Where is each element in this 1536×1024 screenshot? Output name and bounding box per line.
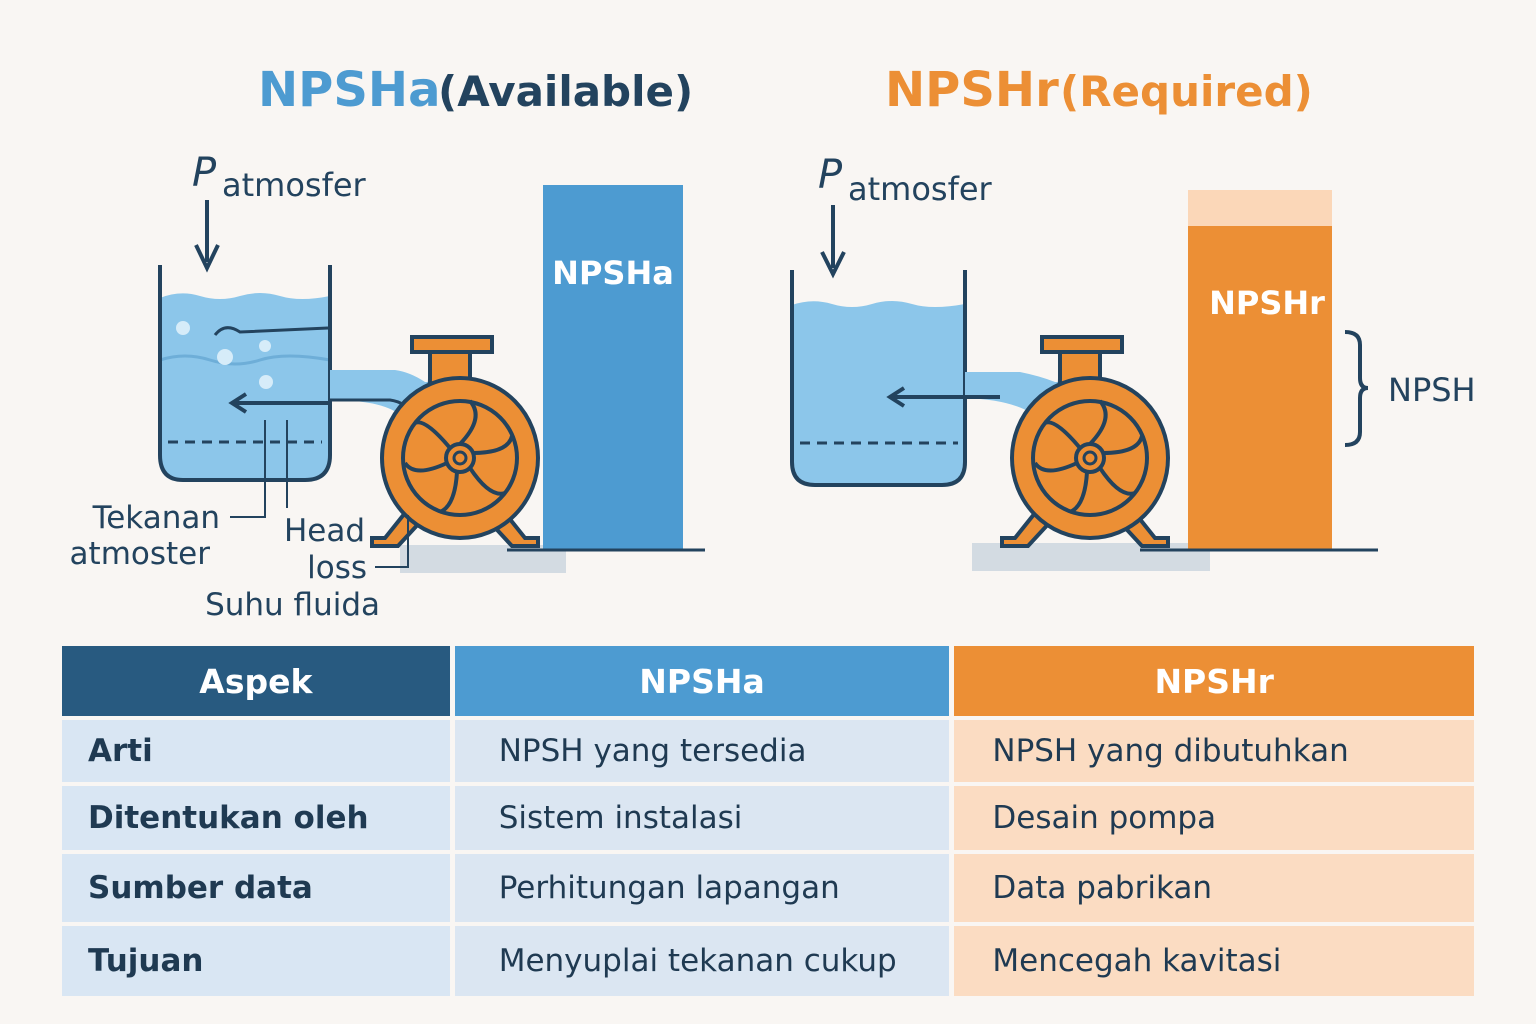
right-flow-arrow-icon bbox=[886, 386, 1000, 408]
table-row: Sumber data Perhitungan lapangan Data pa… bbox=[62, 854, 1474, 922]
right-subtitle: (Required) bbox=[1060, 67, 1313, 116]
label-loss: loss bbox=[307, 550, 367, 586]
left-tank bbox=[158, 265, 332, 482]
header-npshr: NPSHr bbox=[954, 646, 1474, 716]
row-label: Sumber data bbox=[62, 854, 450, 922]
npsha-cell: Menyuplai tekanan cukup bbox=[454, 926, 950, 996]
right-pump bbox=[1000, 335, 1170, 548]
npshr-bar bbox=[1188, 226, 1332, 549]
npsha-bar-label: NPSHa bbox=[552, 254, 674, 292]
left-leader-lines bbox=[230, 420, 409, 568]
label-atmoster: atmoster bbox=[70, 536, 211, 572]
table-row: Tujuan Menyuplai tekanan cukup Mencegah … bbox=[62, 926, 1474, 996]
npsh-brace bbox=[1344, 330, 1369, 447]
npsh-brace-label: NPSH bbox=[1388, 371, 1476, 409]
row-label: Ditentukan oleh bbox=[62, 786, 450, 850]
table-header-row: Aspek NPSHa NPSHr bbox=[62, 646, 1474, 716]
comparison-table: Aspek NPSHa NPSHr Arti NPSH yang tersedi… bbox=[62, 646, 1474, 1000]
npshr-cell: Data pabrikan bbox=[954, 854, 1474, 922]
row-label: Arti bbox=[62, 720, 450, 782]
npsha-cell: Perhitungan lapangan bbox=[454, 854, 950, 922]
row-label: Tujuan bbox=[62, 926, 450, 996]
table-row: Arti NPSH yang tersedia NPSH yang dibutu… bbox=[62, 720, 1474, 782]
label-tekanan: Tekanan bbox=[92, 500, 220, 536]
left-pump bbox=[370, 335, 540, 548]
right-pressure-symbol: P bbox=[818, 152, 843, 198]
npshr-margin bbox=[1188, 190, 1332, 226]
left-flow-arrow-icon bbox=[228, 392, 330, 414]
left-pressure-subscript: atmosfer bbox=[222, 166, 367, 204]
label-head: Head bbox=[284, 513, 365, 549]
right-down-arrow-icon bbox=[820, 205, 846, 279]
npshr-cell: Desain pompa bbox=[954, 786, 1474, 850]
npsha-bar bbox=[543, 185, 683, 549]
npshr-cell: Mencegah kavitasi bbox=[954, 926, 1474, 996]
right-title: NPSHr bbox=[885, 62, 1059, 118]
header-npsha: NPSHa bbox=[454, 646, 950, 716]
left-pressure-symbol: P bbox=[192, 150, 217, 196]
npshr-bar-label: NPSHr bbox=[1209, 284, 1325, 322]
left-title: NPSHa bbox=[258, 62, 440, 118]
right-tank bbox=[790, 270, 967, 487]
npsha-cell: Sistem instalasi bbox=[454, 786, 950, 850]
diagram-illustration: NPSHa (Available) NPSHr (Required) P atm… bbox=[70, 62, 1476, 623]
npshr-cell: NPSH yang dibutuhkan bbox=[954, 720, 1474, 782]
table-row: Ditentukan oleh Sistem instalasi Desain … bbox=[62, 786, 1474, 850]
npsha-cell: NPSH yang tersedia bbox=[454, 720, 950, 782]
header-aspek: Aspek bbox=[62, 646, 450, 716]
left-subtitle: (Available) bbox=[438, 67, 693, 116]
left-down-arrow-icon bbox=[194, 200, 220, 273]
right-pressure-subscript: atmosfer bbox=[848, 170, 993, 208]
label-suhu-fluida: Suhu fluida bbox=[205, 587, 380, 623]
